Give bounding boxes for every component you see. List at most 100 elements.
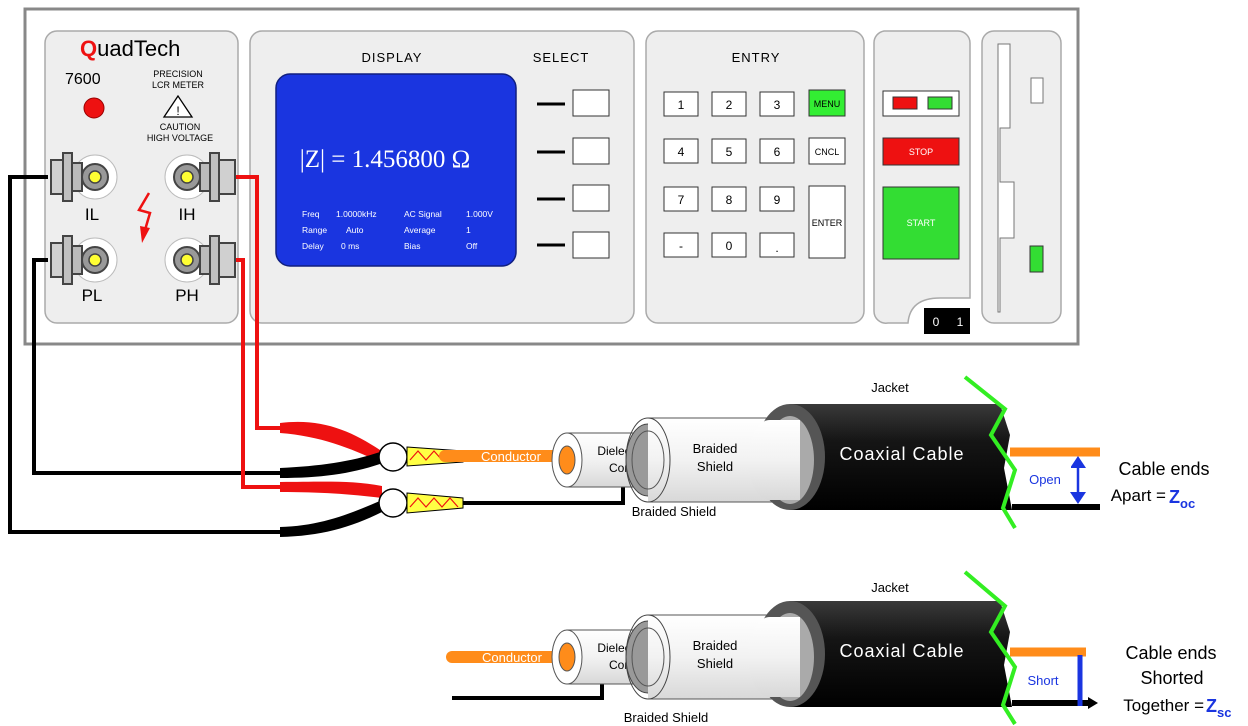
disk-drive-slot[interactable]	[997, 43, 1015, 313]
coax-cable-shorted: Conductor Dielectric Core Braided Shield…	[446, 570, 1231, 726]
cable-ends-bottom-label-2: Shorted	[1140, 668, 1203, 688]
drive-panel	[981, 30, 1062, 324]
pass-led	[927, 96, 953, 110]
warning-triangle-icon: !	[162, 94, 194, 118]
param-acsignal-label: AC Signal	[404, 209, 442, 219]
svg-text:Zoc: Zoc	[1169, 487, 1195, 511]
power-switch[interactable]	[924, 308, 970, 334]
display-section-label: DISPLAY	[362, 50, 423, 65]
terminal-il[interactable]	[50, 152, 118, 202]
power-off-label: 0	[933, 315, 940, 329]
select-section-label: SELECT	[533, 50, 590, 65]
param-bias-label: Bias	[404, 241, 421, 251]
fail-led	[892, 96, 918, 110]
cable-ends-label-2: Apart =	[1111, 486, 1166, 505]
terminal-label-ph: PH	[175, 286, 199, 305]
braided-shield-label-2: Shield	[697, 459, 733, 474]
key-3-label: 3	[774, 98, 781, 112]
impedance-reading: |Z| = 1.456800 Ω	[300, 146, 470, 173]
key-minus-label: -	[679, 239, 683, 253]
cancel-button[interactable]	[808, 137, 846, 165]
coaxial-cable-label-bottom: Coaxial Cable	[839, 641, 964, 661]
param-acsignal-value: 1.000V	[466, 209, 493, 219]
start-button-label: START	[907, 218, 936, 228]
key-6[interactable]	[759, 138, 795, 164]
key-4-label: 4	[678, 145, 685, 159]
menu-button[interactable]	[808, 89, 846, 117]
key-4[interactable]	[663, 138, 699, 164]
param-delay-value: 0 ms	[341, 241, 359, 251]
braided-shield-wire-label-bottom: Braided Shield	[624, 710, 709, 725]
menu-button-label: MENU	[814, 99, 841, 109]
param-average-label: Average	[404, 225, 436, 235]
terminal-pl[interactable]	[50, 235, 118, 285]
entry-panel	[645, 30, 865, 324]
conductor-label-bottom: Conductor	[482, 650, 543, 665]
key-6-label: 6	[774, 145, 781, 159]
eject-button[interactable]	[1030, 77, 1044, 104]
cable-ends-bottom-label-3: Together =	[1123, 696, 1204, 715]
param-delay-label: Delay	[302, 241, 324, 251]
key-3[interactable]	[759, 91, 795, 117]
braided-shield-label-1: Braided	[693, 441, 738, 456]
caution-line1: CAUTION	[160, 122, 201, 132]
type-line2: LCR METER	[152, 80, 205, 90]
lcd-screen	[275, 73, 517, 267]
key-minus[interactable]	[663, 232, 699, 258]
type-line1: PRECISION	[153, 69, 203, 79]
key-9-label: 9	[774, 193, 781, 207]
lightning-arrow-icon	[137, 192, 152, 243]
z-oc-symbol: Z	[1169, 487, 1180, 507]
key-1[interactable]	[663, 91, 699, 117]
cable-ends-label-1: Cable ends	[1118, 459, 1209, 479]
key-5[interactable]	[711, 138, 747, 164]
select-softkeys	[537, 89, 610, 259]
stop-button[interactable]	[882, 137, 960, 166]
z-oc-subscript: oc	[1180, 496, 1195, 511]
key-decimal[interactable]	[759, 232, 795, 258]
key-2-label: 2	[726, 98, 733, 112]
key-8-label: 8	[726, 193, 733, 207]
conductor-label: Conductor	[481, 449, 542, 464]
braided-shield-wire-label: Braided Shield	[632, 504, 717, 519]
softkey-4[interactable]	[572, 231, 610, 259]
terminal-ih[interactable]	[164, 152, 236, 202]
softkey-3[interactable]	[572, 184, 610, 212]
open-gap-arrow-icon	[1070, 456, 1086, 504]
svg-text:QuadTech: QuadTech	[80, 36, 180, 61]
power-indicator-led	[83, 97, 105, 119]
terminal-label-il: IL	[85, 205, 99, 224]
cable-ends-bottom-label-1: Cable ends	[1125, 643, 1216, 663]
param-freq-label: Freq	[302, 209, 320, 219]
brand-name: uadTech	[97, 36, 180, 61]
coax-cable-open: Conductor Dielectric Core Braided Shield…	[439, 375, 1210, 530]
drive-activity-led	[1029, 245, 1044, 273]
key-0[interactable]	[711, 232, 747, 258]
entry-section-label: ENTRY	[732, 50, 781, 65]
key-9[interactable]	[759, 186, 795, 212]
z-sc-subscript: sc	[1217, 705, 1231, 720]
terminal-label-ih: IH	[179, 205, 196, 224]
braided-shield-label-bottom-2: Shield	[697, 656, 733, 671]
key-8[interactable]	[711, 186, 747, 212]
brand-initial: Q	[80, 36, 97, 61]
key-5-label: 5	[726, 145, 733, 159]
test-leads	[8, 175, 464, 537]
softkey-1[interactable]	[572, 89, 610, 117]
terminal-ph[interactable]	[164, 235, 236, 285]
param-freq-value: 1.0000kHz	[336, 209, 377, 219]
key-7-label: 7	[678, 193, 685, 207]
cancel-button-label: CNCL	[815, 147, 840, 157]
enter-button[interactable]	[808, 185, 846, 259]
short-label: Short	[1027, 673, 1058, 688]
power-on-label: 1	[957, 315, 964, 329]
open-label: Open	[1029, 472, 1061, 487]
softkey-2[interactable]	[572, 137, 610, 165]
model-number: 7600	[65, 71, 101, 88]
start-button[interactable]	[882, 186, 960, 260]
key-2[interactable]	[711, 91, 747, 117]
key-0-label: 0	[726, 239, 733, 253]
stop-button-label: STOP	[909, 147, 933, 157]
key-7[interactable]	[663, 186, 699, 212]
